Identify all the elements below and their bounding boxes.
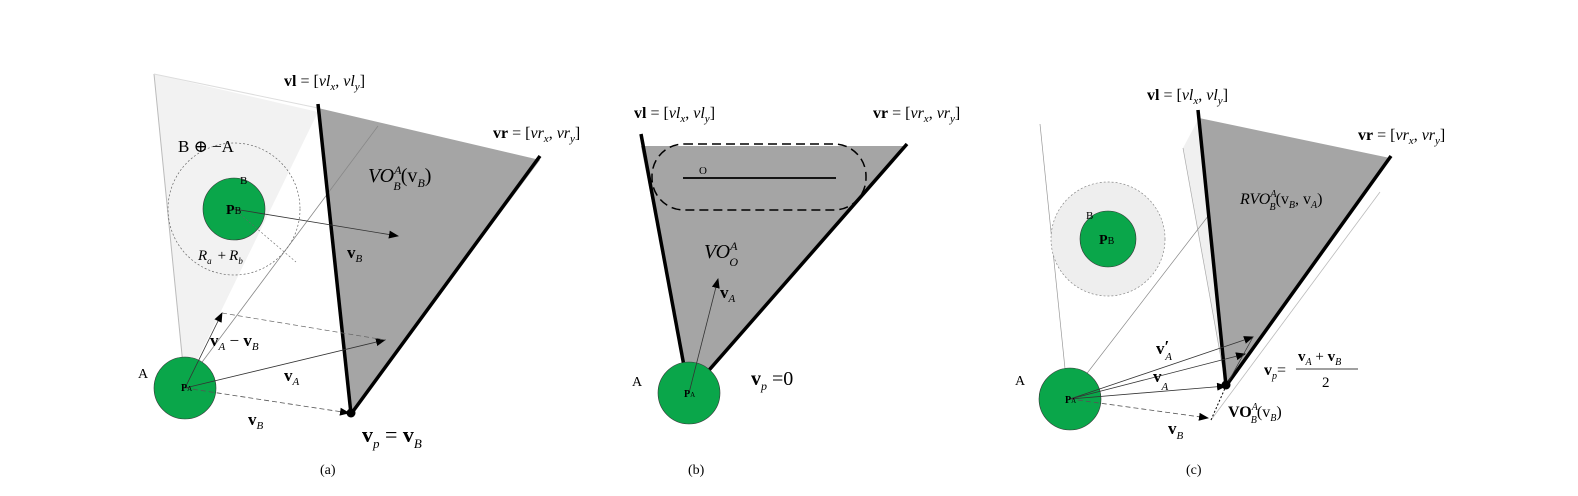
panel-c-va-label: vA — [1153, 367, 1169, 393]
panel-a-agent-a-label: A — [138, 367, 149, 382]
panel-a-minkowski-circle — [167, 142, 301, 276]
panel-a-vo-cone — [318, 108, 540, 414]
panel-a-vr-label: vr = [vrx, vry] — [493, 125, 580, 145]
svg-text:vp=: vp= — [1264, 362, 1286, 382]
panel-b-vr-label: vr = [vrx, vry] — [873, 105, 960, 125]
panel-c-va-arrow-2 — [1069, 382, 1227, 400]
panel-b-vr-line — [687, 142, 909, 395]
panel-c-agent-b-label: B — [1086, 210, 1093, 222]
panel-c-vb-label: vB — [1168, 419, 1184, 442]
panel-b-va-label: vA — [720, 283, 736, 305]
panel-a-vl-label: vl = [vlx, vly] — [284, 73, 365, 93]
panel-c-caption: (c) — [1186, 463, 1202, 478]
panel-c-pb-label: PB — [1099, 233, 1115, 248]
panel-b-vl-line — [639, 133, 691, 394]
panel-c-vl-line — [1196, 109, 1228, 387]
panel-a-va-minus-vb-arrow — [184, 312, 223, 389]
panel-a-pb-label: PB — [226, 203, 242, 218]
panel-a-apex-label: vp = vB — [362, 422, 422, 451]
panel-b-obstacle-label: O — [699, 165, 707, 177]
panel-a-va-label: vA — [284, 366, 300, 388]
panel-a-vb-arrow-label: vB — [347, 243, 363, 265]
panel-c-rvo-cone — [1199, 118, 1390, 386]
panel-a-vb-arrow — [233, 208, 399, 239]
panel-c-agent-a-label: A — [1015, 374, 1026, 389]
panel-b-obstacle-region — [651, 143, 867, 211]
panel-a-apex-dot — [346, 408, 356, 418]
panel-a-va-arrow — [184, 338, 386, 389]
panel-b-agent-a-label: A — [632, 375, 643, 390]
panel-a-vb-label: vB — [248, 410, 264, 432]
panel-a-vr-line — [349, 154, 542, 416]
panel-b-vo-cone — [641, 146, 907, 393]
panel-b-apex-label: vp =0 — [751, 368, 793, 393]
panel-c-vp-formula: vp= vA + vB 2 — [1264, 349, 1358, 391]
panel-a-agent-b-label: B — [240, 175, 247, 187]
panel-a: vl = [vlx, vly] vr = [vrx, vry] B ⊕ −A V… — [138, 73, 580, 478]
svg-text:vA + vB: vA + vB — [1298, 349, 1341, 368]
panel-c-vr-line — [1224, 154, 1393, 388]
panel-a-pa-label: PA — [181, 383, 192, 394]
panel-a-caption: (a) — [320, 463, 336, 478]
panel-c-light-cone — [1183, 118, 1226, 386]
panel-c-pa-label: PA — [1065, 395, 1076, 406]
panel-b-vl-label: vl = [vlx, vly] — [634, 105, 715, 125]
panel-c-vr-label: vr = [vrx, vry] — [1358, 127, 1445, 147]
panel-b-caption: (b) — [688, 463, 705, 478]
panel-a-vl-line — [316, 103, 353, 415]
panel-c-va-arrow-1 — [1069, 352, 1246, 400]
panel-c-vl-label: vl = [vlx, vly] — [1147, 87, 1228, 107]
panel-a-va-minus-vb-label: vA − vB — [210, 331, 259, 353]
panel-c-agent-b — [1079, 210, 1137, 268]
panel-b-va-arrow — [688, 278, 720, 394]
panel-c-vb-dashed-arrow — [1069, 398, 1209, 421]
panel-a-minkowski-label: B ⊕ −A — [178, 137, 235, 156]
svg-text:2: 2 — [1322, 375, 1330, 391]
panel-c-apex-dot — [1221, 380, 1231, 390]
panel-b-pa-label: PA — [684, 389, 695, 400]
panel-a-vb-dashed-arrow — [184, 387, 350, 416]
panel-c-va-prime-arrow — [1069, 336, 1254, 400]
panel-c-va-prime-label: v′A — [1156, 337, 1172, 363]
panel-a-radius-label: Ra+Rb — [197, 248, 243, 266]
